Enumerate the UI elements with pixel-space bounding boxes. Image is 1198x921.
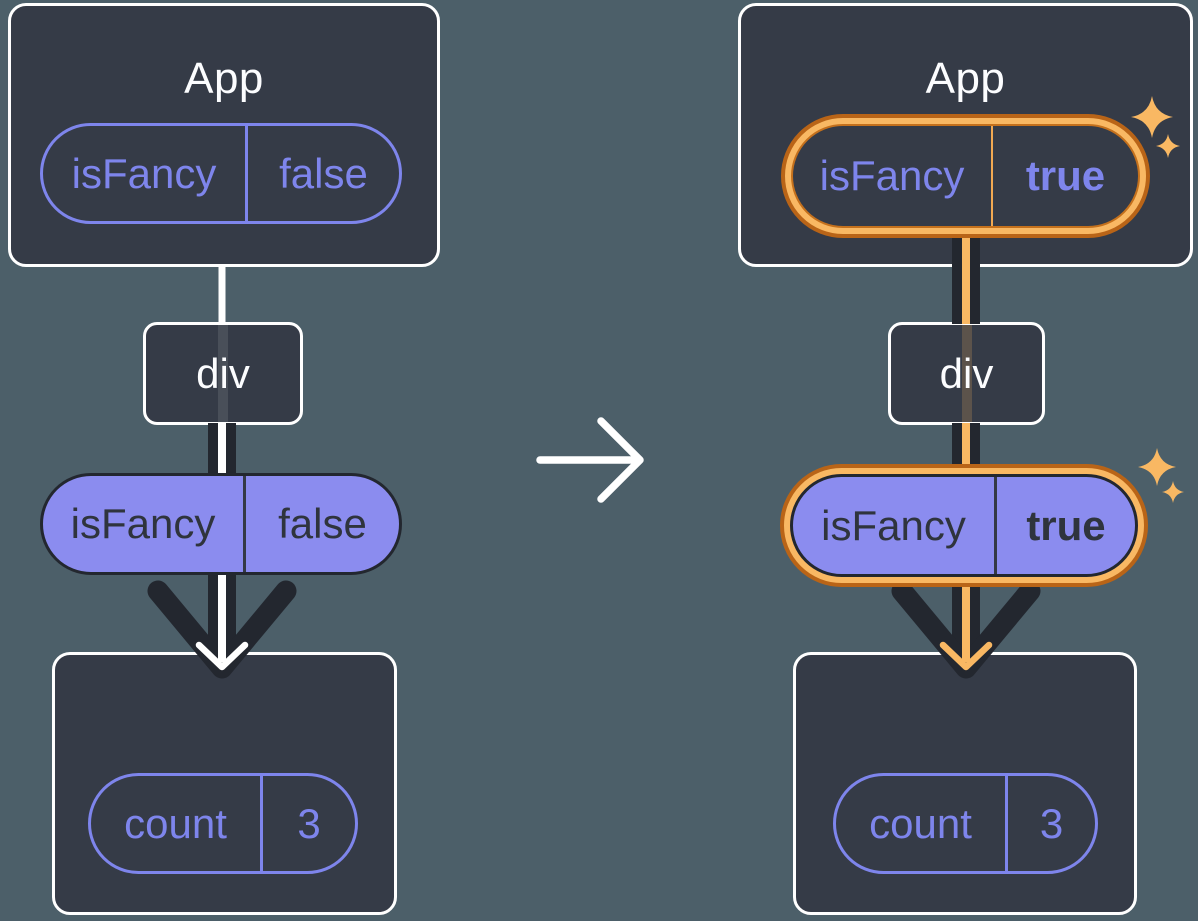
sparkles-icon (1138, 448, 1184, 503)
prop-pill-before: isFancy false (40, 473, 402, 575)
prop-value: true (1026, 501, 1106, 549)
prop-key: isFancy (43, 476, 246, 572)
div-label: div (939, 349, 994, 397)
div-card-after: div (888, 322, 1045, 425)
state-key: count (836, 776, 1008, 871)
sparkle-small (1162, 481, 1184, 503)
transition-arrow-icon (536, 417, 644, 503)
state-value: 3 (1039, 799, 1064, 847)
prop-key: isFancy (793, 477, 997, 574)
prop-value: false (278, 500, 367, 547)
div-card-before: div (143, 322, 303, 425)
pass-through-line (218, 325, 228, 422)
state-key: isFancy (43, 126, 248, 221)
state-pill-app-after-highlight: isFancy true (781, 114, 1150, 238)
state-value: 3 (297, 799, 321, 847)
sparkle-large (1138, 448, 1176, 486)
state-key: isFancy (793, 126, 993, 226)
div-label: div (196, 349, 250, 397)
app-title: App (925, 54, 1006, 103)
transition-arrow-head (597, 417, 644, 503)
state-value: true (1025, 152, 1106, 199)
state-value: false (279, 149, 368, 197)
state-pill-counter-after: count 3 (833, 773, 1098, 874)
app-title: App (184, 54, 264, 103)
state-pill-counter-before: count 3 (88, 773, 358, 874)
state-pill-app-before: isFancy false (40, 123, 402, 224)
prop-pill-after-highlight: isFancy true (780, 464, 1148, 587)
pass-through-line (961, 325, 972, 422)
state-key: count (91, 776, 263, 871)
